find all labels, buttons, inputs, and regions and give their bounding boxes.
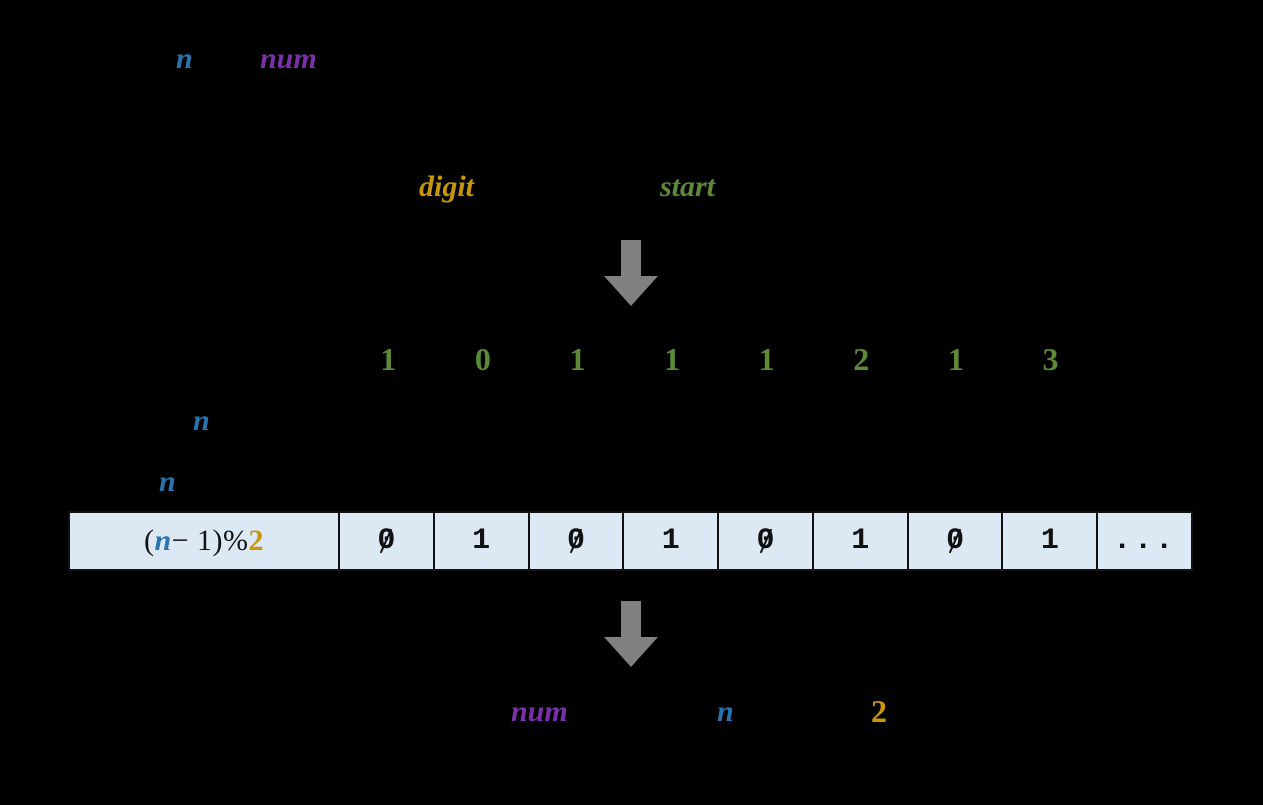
bottom-label-value-2: 2 [871,693,887,729]
green-digit: 1 [664,341,681,377]
bit-value: 0 [946,524,965,558]
table-cell-bit: 0 [529,513,625,569]
formula-modulus: 2 [248,524,265,557]
down-arrow-icon-upper [604,240,658,306]
table-cell-bit: 0 [719,513,814,569]
side-label-n-lower: n [159,465,176,498]
top-label-num: num [260,42,317,75]
down-arrow-icon-lower [604,601,658,667]
green-digit: 3 [1042,341,1059,377]
top-label-n: n [176,42,193,75]
caption-start: start [660,170,716,203]
table-cell-bit: 0 [908,513,1004,569]
table-cell-bit: 0 [340,513,435,569]
formula-var-n: n [154,524,172,557]
bottom-label-n: n [717,695,734,728]
green-digit: 0 [474,341,491,377]
bit-value: 1 [851,524,870,558]
bit-value: 1 [472,524,491,558]
bit-value: 0 [377,524,396,558]
green-digit: 1 [947,341,964,377]
table-cell-ellipsis: ... [1098,513,1192,569]
formula-close-paren: ) [212,524,224,557]
table-cell-bit: 1 [1003,513,1099,569]
table-cell-bit: 1 [813,513,909,569]
bit-value: 0 [566,524,585,558]
green-digit: 1 [758,341,775,377]
green-digit: 2 [853,341,870,377]
green-digit: 1 [380,341,397,377]
table-cell-bit: 1 [434,513,530,569]
formula-percent-sign: % [223,524,249,557]
bit-value: 0 [756,524,775,558]
table-cell-bit: 1 [624,513,720,569]
formula-open-paren: ( [143,524,155,557]
caption-digit: digit [419,170,475,203]
green-digit: 1 [569,341,586,377]
bit-sequence-table: (n − 1) % 2 0 1 0 1 0 1 0 1 ... [68,511,1193,571]
bottom-label-num: num [511,695,568,728]
green-digit-row: 1 0 1 1 1 2 1 3 [341,338,1193,380]
table-cell-formula: (n − 1) % 2 [70,513,340,569]
side-label-n-upper: n [193,404,210,437]
bit-value: 1 [661,524,680,558]
formula-minus-one: − 1 [171,524,213,557]
bit-value: 1 [1040,524,1059,558]
